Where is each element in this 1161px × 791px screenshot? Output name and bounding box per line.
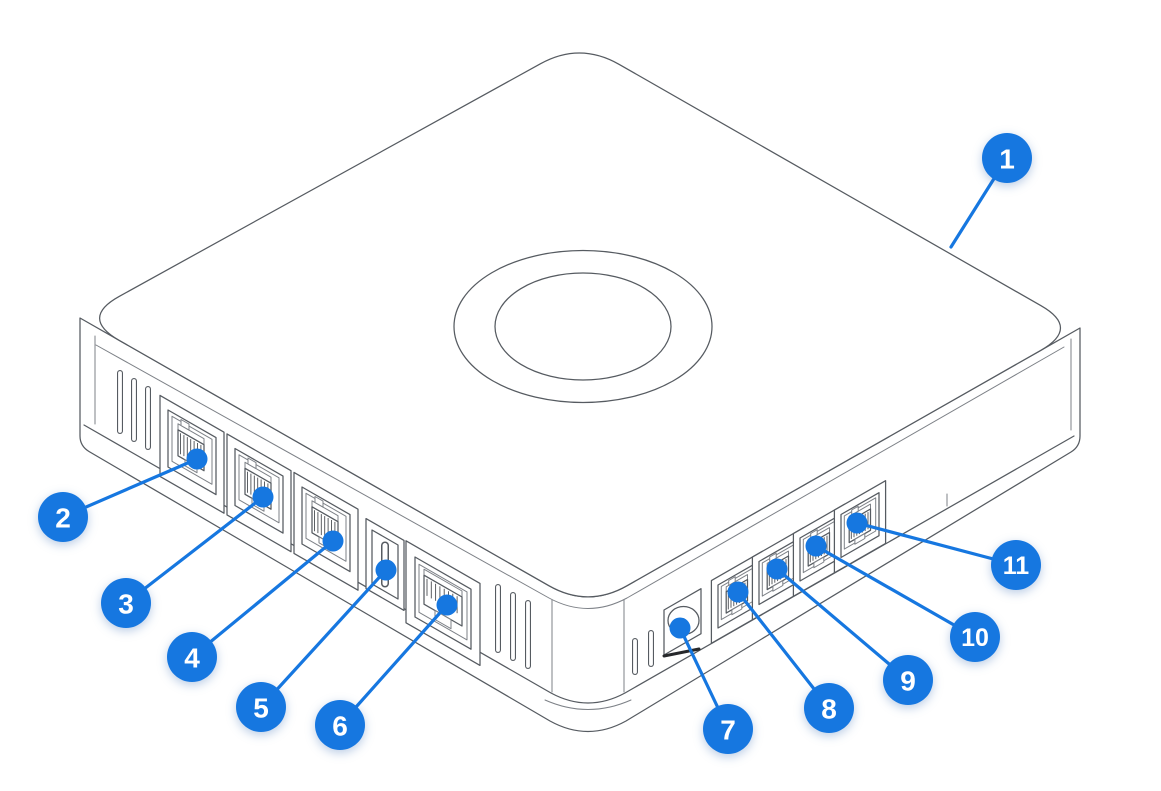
callout-badge-1: 1	[982, 133, 1032, 183]
callout-badge-2: 2	[38, 492, 88, 542]
callout-badge-4: 4	[167, 632, 217, 682]
callout-dot-9	[766, 558, 788, 580]
top-chamfer-edge	[95, 344, 1065, 609]
callout-number: 6	[332, 711, 348, 742]
device-top-face	[99, 52, 1061, 598]
callout-number: 2	[55, 503, 71, 534]
callout-number: 7	[720, 715, 736, 746]
callout-dot-7	[669, 617, 691, 639]
callout-line-5	[259, 568, 388, 709]
callout-dot-2	[186, 448, 208, 470]
callout-line-3	[124, 495, 265, 605]
callout-number: 8	[821, 694, 837, 725]
callout-line-9	[775, 567, 910, 682]
callout-badge-7: 7	[703, 704, 753, 754]
callout-number: 1	[999, 144, 1015, 175]
power-jack-shadow	[662, 647, 701, 658]
callout-badge-9: 9	[883, 655, 933, 705]
callout-number: 11	[1003, 552, 1030, 580]
callout-number: 3	[118, 589, 134, 620]
base-seam-line	[83, 424, 1075, 704]
callout-badge-8: 8	[804, 683, 854, 733]
base-corner-seam	[544, 699, 632, 710]
callout-badge-6: 6	[315, 700, 365, 750]
callout-number: 9	[900, 666, 916, 697]
callout-line-11	[855, 521, 1018, 567]
callout-line-6	[338, 603, 449, 727]
callout-number: 4	[184, 643, 200, 674]
led-ring-inner-icon	[494, 272, 672, 381]
callout-badge-3: 3	[101, 578, 151, 628]
callout-badge-11: 11	[991, 540, 1041, 590]
callouts-layer: 1 2 3 4 5 6 7 8 9 10 11	[38, 133, 1041, 754]
callout-dot-5	[375, 559, 397, 581]
callout-dot-6	[436, 594, 458, 616]
callout-badge-10: 10	[950, 612, 1000, 662]
callout-line-10	[814, 544, 977, 639]
callout-badge-5: 5	[236, 682, 286, 732]
callout-number: 10	[961, 624, 989, 652]
callout-dot-10	[805, 535, 827, 557]
callout-dot-11	[846, 512, 868, 534]
callout-dot-8	[727, 581, 749, 603]
led-ring-outer-icon	[453, 249, 713, 404]
callout-dot-3	[252, 486, 274, 508]
callout-dot-4	[322, 530, 344, 552]
callout-line-4	[190, 539, 335, 659]
vents-layer	[117, 370, 654, 675]
callout-number: 5	[253, 693, 269, 724]
